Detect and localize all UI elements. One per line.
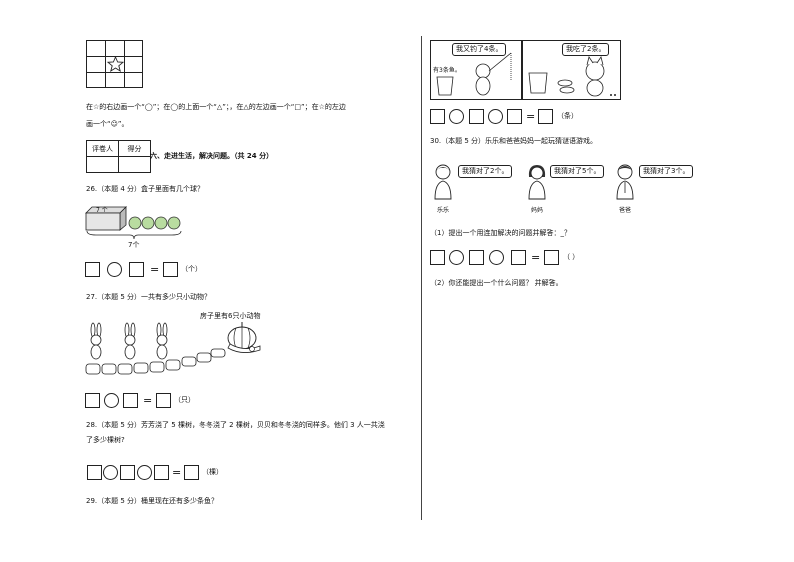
speech-bubble: 我又钓了4条。 [452,43,507,56]
gift-box-icon [84,205,128,231]
operator-circle[interactable] [137,465,152,480]
result-box[interactable] [156,393,171,408]
brace-label: 7个 [128,241,140,249]
name-lele: 乐乐 [437,207,450,214]
q28-stem-line-1: 28.（本题 5 分）芳芳浇了 5 棵树，冬冬浇了 2 棵树，贝贝和冬冬浇的同样… [86,421,385,429]
person-lele-icon [432,163,454,201]
answer-box[interactable] [154,465,169,480]
q28-stem-line-2: 了多少棵树? [86,436,125,444]
score-header: 得分 [118,140,151,157]
q30-stem: 30.（本题 5 分）乐乐和爸爸妈妈一起玩猜谜语游戏。 [430,137,598,145]
score-table: 评卷人 得分 [86,140,151,173]
answer-box[interactable] [511,250,526,265]
speech-bubble-mom: 我猜对了5个。 [550,165,605,178]
unit-label: （ ） [563,253,580,261]
reviewer-header: 评卷人 [86,140,119,157]
operator-circle[interactable] [488,109,503,124]
star-icon [106,55,125,73]
score-cell[interactable] [118,156,151,173]
q30-sub2: （2）你还能提出一个什么问题？ 并解答。 [430,279,563,287]
shape-grid [86,40,143,88]
answer-box[interactable] [469,250,484,265]
pumpkin-house-icon [222,320,264,358]
answer-box[interactable] [123,393,138,408]
q27-caption: 房子里有6只小动物 [200,312,261,320]
person-dad-icon [614,163,636,201]
answer-box[interactable] [507,109,522,124]
q30-sub1: （1）提出一个用连加解决的问题并解答：_？ [430,229,571,237]
unit-label: （条） [557,112,578,120]
operator-circle[interactable] [103,465,118,480]
fish-scene-left [430,40,522,100]
answer-box[interactable] [430,109,445,124]
q27-stem: 27.（本题 5 分）一共有多少只小动物？ [86,293,212,301]
result-box[interactable] [538,109,553,124]
answer-box[interactable] [120,465,135,480]
name-mom: 妈妈 [531,207,544,214]
answer-box[interactable] [469,109,484,124]
column-divider [421,36,422,520]
speech-bubble-dad: 我猜对了3个。 [639,165,694,178]
answer-box[interactable] [87,465,102,480]
brace-icon [86,230,182,240]
operator-circle[interactable] [489,250,504,265]
result-box[interactable] [184,465,199,480]
operator-circle[interactable] [104,393,119,408]
answer-box[interactable] [430,250,445,265]
unit-label: （个） [181,265,202,273]
shape-instruction-line-1: 在☆的右边画一个“◯”；在◯的上面一个“△”；，在△的左边画一个“□”；在☆的左… [86,103,346,111]
fish-count-label: 有3条鱼。 [433,67,461,74]
q29-stem: 29.（本题 5 分）桶里现在还有多少条鱼？ [86,497,219,505]
equals-sign: = [531,251,541,264]
equals-sign: = [172,466,182,479]
result-box[interactable] [163,262,178,277]
answer-box[interactable] [129,262,144,277]
green-balls [128,216,184,230]
equals-sign: = [150,263,160,276]
stepping-stones-icon [84,348,234,378]
equals-sign: = [526,110,536,123]
result-box[interactable] [544,250,559,265]
unit-label: （棵） [202,468,223,476]
fish-scene-right [522,40,621,100]
answer-box[interactable] [85,262,100,277]
equals-sign: = [143,394,153,407]
shape-instruction-line-2: 画一个“☺”。 [86,120,129,128]
speech-bubble: 我吃了2条。 [562,43,610,56]
operator-circle[interactable] [449,250,464,265]
unit-label: （只） [174,396,195,404]
operator-circle[interactable] [107,262,122,277]
answer-box[interactable] [85,393,100,408]
section-title: 六、走进生活，解决问题。（共 24 分） [150,152,274,160]
rabbits-icon [86,322,186,362]
name-dad: 爸爸 [619,207,632,214]
box-count-label: 7 个 [96,207,108,214]
reviewer-cell[interactable] [86,156,119,173]
q26-stem: 26.（本题 4 分）盒子里面有几个球？ [86,185,205,193]
person-mom-icon [526,163,548,201]
speech-bubble-lele: 我猜对了2个。 [458,165,513,178]
operator-circle[interactable] [449,109,464,124]
